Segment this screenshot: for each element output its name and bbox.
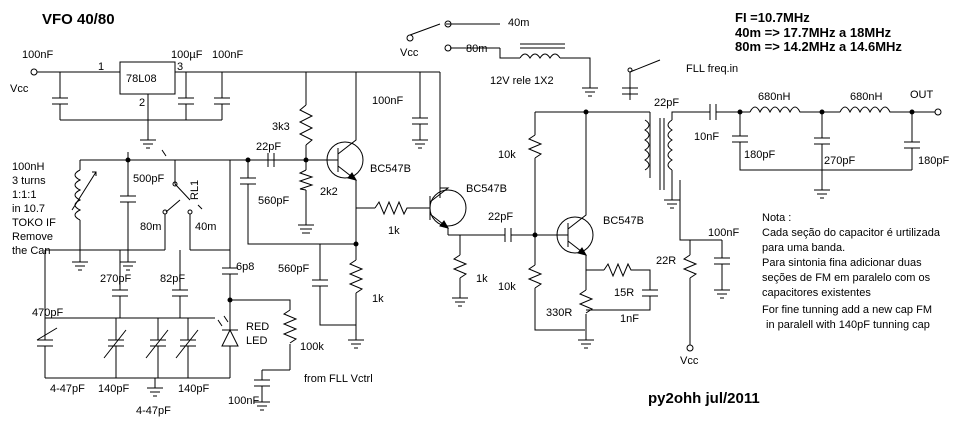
m80-top-label: 80m [466,43,487,55]
vcc-top-label: Vcc [400,47,419,59]
r10k-a-label: 10k [498,149,516,161]
c100u-label: 100µF [171,49,203,61]
led-label: LED [246,335,267,347]
note-line-3: Para sintonia fina adicionar duas [762,257,922,269]
c6p8-label: 6p8 [236,261,254,273]
c4-47-b-label: 4-47pF [136,405,171,417]
r100k-label: 100k [300,341,324,353]
r1k-b-label: 1k [372,293,384,305]
m40-top-label: 40m [508,17,529,29]
note-line-4: seções de FM em paralelo com os [762,272,931,284]
relay-section [406,20,598,97]
l680-b-label: 680nH [850,91,882,103]
r22-label: 22R [656,255,676,267]
pin3-label: 3 [177,61,183,73]
q3-label: BC547B [603,215,644,227]
pin2-label: 2 [139,97,145,109]
reg-label: 78L08 [126,73,157,85]
r2k2-label: 2k2 [320,186,338,198]
vcc-bot-label: Vcc [680,355,699,367]
coil-line-2: 1:1:1 [12,189,36,201]
c180p-b-label: 180pF [918,155,949,167]
c22p-c-label: 22pF [654,97,679,109]
c4-47-a-label: 4-47pF [50,383,85,395]
signature: py2ohh jul/2011 [648,390,760,407]
fll-vctrl-label: from FLL Vctrl [304,373,373,385]
r1k-a-label: 1k [388,225,400,237]
note-line-7: in paralell with 140pF tunning cap [766,319,930,331]
l680-a-label: 680nH [758,91,790,103]
fi-line-2: 80m => 14.2MHz a 14.6MHz [735,39,902,54]
c560p-a-label: 560pF [258,195,289,207]
coil-line-1: 3 turns [12,175,46,187]
r330-label: 330R [546,307,572,319]
amplifier-section [527,59,730,352]
c180p-a-label: 180pF [744,149,775,161]
output-filter [700,104,942,199]
c470p-label: 470pF [32,307,63,319]
c560p-b-label: 560pF [278,263,309,275]
note-line-1: Cada seção do capacitor é urtilizada [762,227,941,239]
c100n-a-label: 100nF [22,49,53,61]
c10n-label: 10nF [694,131,719,143]
c82p-label: 82pF [160,273,185,285]
r3k3-label: 3k3 [272,121,290,133]
title: VFO 40/80 [42,11,115,28]
c140-b-label: 140pF [178,383,209,395]
note-block: Nota : Cada seção do capacitor é urtiliz… [762,212,941,331]
pin1-label: 1 [98,61,104,73]
note-line-0: Nota : [762,212,791,224]
vcc-left-label: Vcc [10,83,29,95]
coil-line-6: the Can [12,245,51,257]
red-label: RED [246,321,269,333]
relay-label: 12V rele 1X2 [490,75,554,87]
c270p-b-label: 270pF [824,155,855,167]
m40-mid-label: 40m [195,221,216,233]
c100n-b-label: 100nF [212,49,243,61]
coil-line-0: 100nH [12,161,44,173]
coil-text: 100nH 3 turns 1:1:1 in 10.7 TOKO IF Remo… [12,161,56,257]
c100n-e-label: 100nF [708,227,739,239]
fi-text: FI =10.7MHz 40m => 17.7MHz a 18MHz 80m =… [735,10,902,54]
r15-label: 15R [614,287,634,299]
regulator-78l08 [119,61,176,95]
note-line-6: For fine tunning add a new cap FM [762,304,932,316]
coil-line-5: Remove [12,231,53,243]
power-supply [30,61,360,149]
note-line-5: capacitores existentes [762,287,871,299]
q2-label: BC547B [466,183,507,195]
c270p-label: 270pF [100,273,131,285]
tank-section [36,149,298,411]
r1k-c-label: 1k [476,273,488,285]
q1-label: BC547B [370,163,411,175]
buffer-section [429,187,560,307]
c22p-a-label: 22pF [256,141,281,153]
r10k-b-label: 10k [498,281,516,293]
fi-line-0: FI =10.7MHz [735,10,810,25]
coil-line-4: TOKO IF [12,217,56,229]
coil-line-3: in 10.7 [12,203,45,215]
note-line-2: para uma banda. [762,242,845,254]
c500p-label: 500pF [133,173,164,185]
fll-in-label: FLL freq.in [686,63,738,75]
c140-a-label: 140pF [98,383,129,395]
out-label: OUT [910,89,934,101]
c100n-d-label: 100nF [228,395,259,407]
m80-mid-label: 80m [140,221,161,233]
c100n-c-label: 100nF [372,95,403,107]
c1n-label: 1nF [620,313,639,325]
oscillator-section [230,71,441,349]
fi-line-1: 40m => 17.7MHz a 18MHz [735,25,892,40]
c22p-b-label: 22pF [488,211,513,223]
rl1-label: RL1 [189,180,201,200]
